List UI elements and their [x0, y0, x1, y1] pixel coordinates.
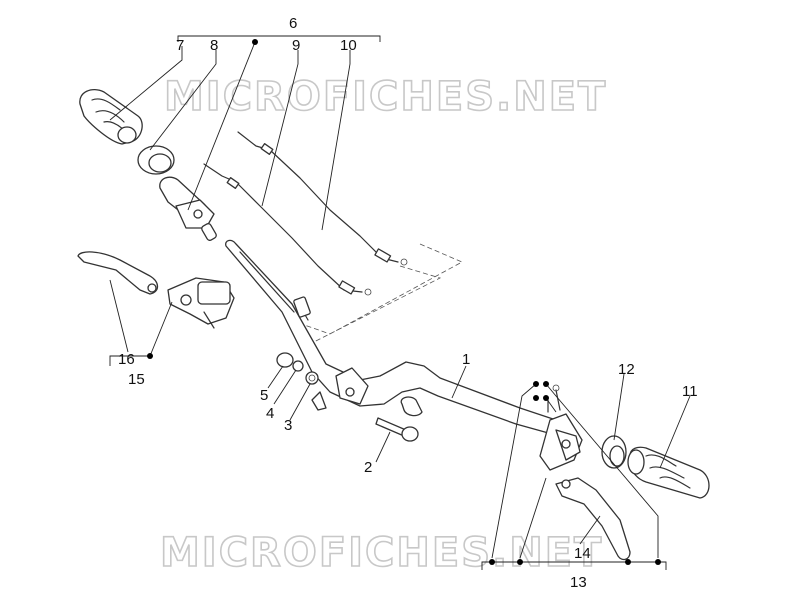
callout-10: 10 [340, 37, 357, 54]
leader-lines [109, 35, 691, 570]
right-clamp-part [539, 384, 583, 471]
bullet-dots [147, 39, 661, 565]
callout-16: 16 [118, 351, 135, 368]
right-grip-ring-part [601, 435, 627, 469]
callout-15: 15 [128, 371, 145, 388]
callout-5: 5 [260, 387, 268, 404]
right-grip-part [627, 446, 710, 499]
callout-8: 8 [210, 37, 218, 54]
right-brake-lever-part [555, 477, 631, 561]
callout-9: 9 [292, 37, 300, 54]
callout-13: 13 [570, 574, 587, 591]
callout-7: 7 [176, 37, 184, 54]
handlebar-part [225, 239, 561, 435]
throttle-cables-part [203, 131, 463, 345]
callout-6: 6 [289, 15, 297, 32]
callout-12: 12 [618, 361, 635, 378]
dot-16 [147, 353, 153, 359]
grip-ring-part [137, 145, 175, 175]
bolt-part [375, 417, 419, 442]
watermark-bottom: MICROFICHES.NET [160, 530, 603, 576]
brake-master-cylinder-part [167, 277, 235, 329]
dot-13-b [517, 559, 523, 565]
callout-4: 4 [266, 405, 274, 422]
dot-13-c [625, 559, 631, 565]
dot-14-a [533, 381, 539, 387]
left-brake-lever-part [77, 251, 159, 295]
dot-13-a [489, 559, 495, 565]
callout-11: 11 [682, 383, 698, 400]
callout-2: 2 [364, 459, 372, 476]
callout-3: 3 [284, 417, 292, 434]
watermark-top: MICROFICHES.NET [164, 74, 607, 120]
dot-14-b [543, 381, 549, 387]
dot-6 [252, 39, 258, 45]
callout-labels: 6 7 8 9 10 16 15 1 5 4 3 2 12 11 14 13 [118, 15, 698, 591]
dot-14-c [533, 395, 539, 401]
callout-1: 1 [462, 351, 470, 368]
washer-parts [276, 352, 319, 385]
left-grip-part [79, 89, 143, 145]
callout-14: 14 [574, 545, 591, 562]
throttle-control-part [159, 176, 217, 241]
dot-13-d [655, 559, 661, 565]
dot-14-d [543, 395, 549, 401]
